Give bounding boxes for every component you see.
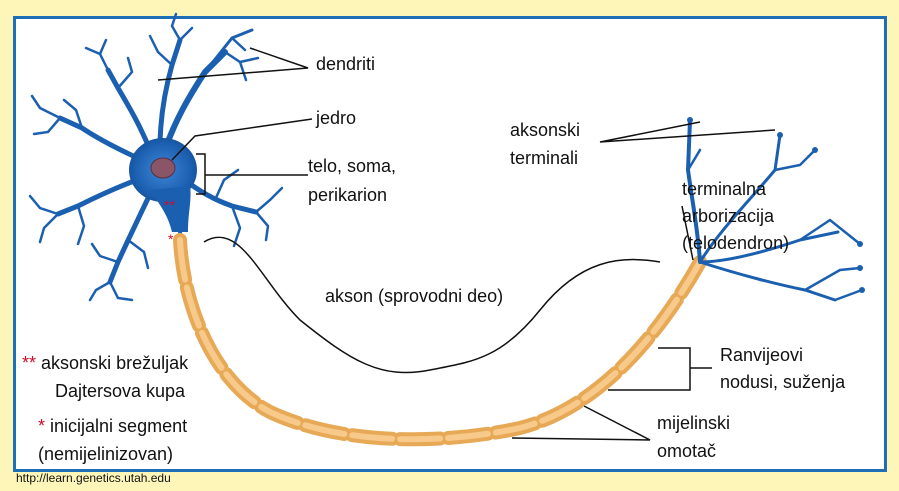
terminal-branch (686, 148, 702, 172)
legend-segment-marker: * (38, 416, 46, 436)
dendrite (84, 46, 102, 56)
leader-body-bracket (196, 153, 206, 195)
leader-myelin (511, 405, 651, 441)
dendrite (55, 175, 145, 217)
dendrite (213, 168, 240, 202)
legend-segment-line1: inicijalni segment (50, 416, 188, 436)
dendrite (90, 242, 120, 264)
dendrite (126, 238, 150, 270)
terminal-branch (698, 133, 782, 264)
dendrite (116, 56, 134, 90)
label-ranvier-line1: Ranvijeovi (720, 345, 804, 365)
label-myelin-line2: omotač (657, 441, 717, 461)
dendrite (88, 280, 112, 302)
myelin-sheath (173, 233, 707, 447)
label-arbor-line2: arborizacija (682, 206, 775, 226)
leader-lines (157, 47, 776, 441)
terminal-branch (685, 118, 702, 264)
label-dendrites: dendriti (316, 54, 376, 74)
hillock-marker-on-neuron: ** (164, 197, 175, 213)
legend-hillock: ** aksonski brežuljak (22, 352, 188, 374)
terminal-branch (833, 288, 864, 302)
dendrite (178, 26, 194, 42)
source-credit: http://learn.genetics.utah.edu (16, 471, 171, 485)
dendrite (30, 94, 62, 120)
terminal-bouton (857, 265, 863, 271)
dendrite (148, 34, 174, 67)
label-arbor-line3: (telodendron) (682, 233, 790, 253)
label-body-line2: perikarion (308, 185, 388, 205)
segment-marker-on-neuron: * (168, 231, 174, 247)
dendrite (238, 60, 248, 82)
label-axon: akson (sprovodni deo) (325, 286, 504, 306)
terminal-bouton (812, 147, 818, 153)
label-ranvier-line2: nodusi, suženja (720, 372, 846, 392)
diagram-frame (13, 16, 887, 472)
label-arbor-line1: terminalna (682, 179, 767, 199)
terminal-branch (698, 230, 840, 264)
myelin-highlight (177, 237, 703, 443)
dendrite (98, 38, 110, 72)
leader-dendrites (157, 47, 309, 81)
axon-terminals (685, 118, 864, 302)
dendrite (57, 115, 145, 163)
leader-axon (203, 236, 661, 374)
dendrite (108, 280, 134, 302)
leader-ranvier-bracket (608, 347, 691, 391)
dendrite (254, 186, 284, 214)
dendrite (76, 204, 86, 246)
legend-segment-line2: (nemijelinizovan) (38, 444, 174, 464)
dendrite (223, 50, 260, 64)
dendrite (38, 212, 60, 244)
terminal-branch (698, 260, 837, 302)
dendrite (230, 36, 247, 52)
label-myelin-line1: mijelinski (657, 413, 731, 433)
leader-terminals (599, 121, 776, 143)
label-terminals-line2: terminali (510, 148, 579, 168)
terminal-bouton (859, 287, 865, 293)
axon-hillock (150, 186, 191, 232)
dendrite (32, 116, 62, 136)
legend-hillock-line2: Dajtersova kupa (55, 381, 186, 401)
terminal-bouton (777, 132, 783, 138)
dendrite (105, 67, 153, 153)
terminal-branch (803, 266, 862, 292)
dendrite (28, 194, 60, 216)
terminal-bouton (687, 117, 693, 123)
dendrite (107, 187, 155, 285)
terminal-boutons (687, 117, 865, 293)
legend-hillock-marker: ** (22, 353, 37, 373)
nucleus (150, 157, 176, 179)
dendrite (62, 98, 84, 130)
leader-arbor (681, 205, 694, 261)
label-nucleus: jedro (316, 108, 357, 128)
terminal-branch (798, 218, 862, 246)
dendrite (254, 210, 270, 242)
label-terminals-line1: aksonski (510, 120, 581, 140)
legend-segment: * inicijalni segment (38, 415, 187, 437)
terminal-bouton (857, 241, 863, 247)
dendrite (170, 12, 182, 42)
legend-hillock-line1: aksonski brežuljak (41, 353, 189, 373)
label-body-line1: telo, soma, (308, 156, 397, 176)
terminal-branch (773, 148, 817, 172)
leader-nucleus (171, 118, 313, 161)
dendrite (230, 204, 242, 248)
